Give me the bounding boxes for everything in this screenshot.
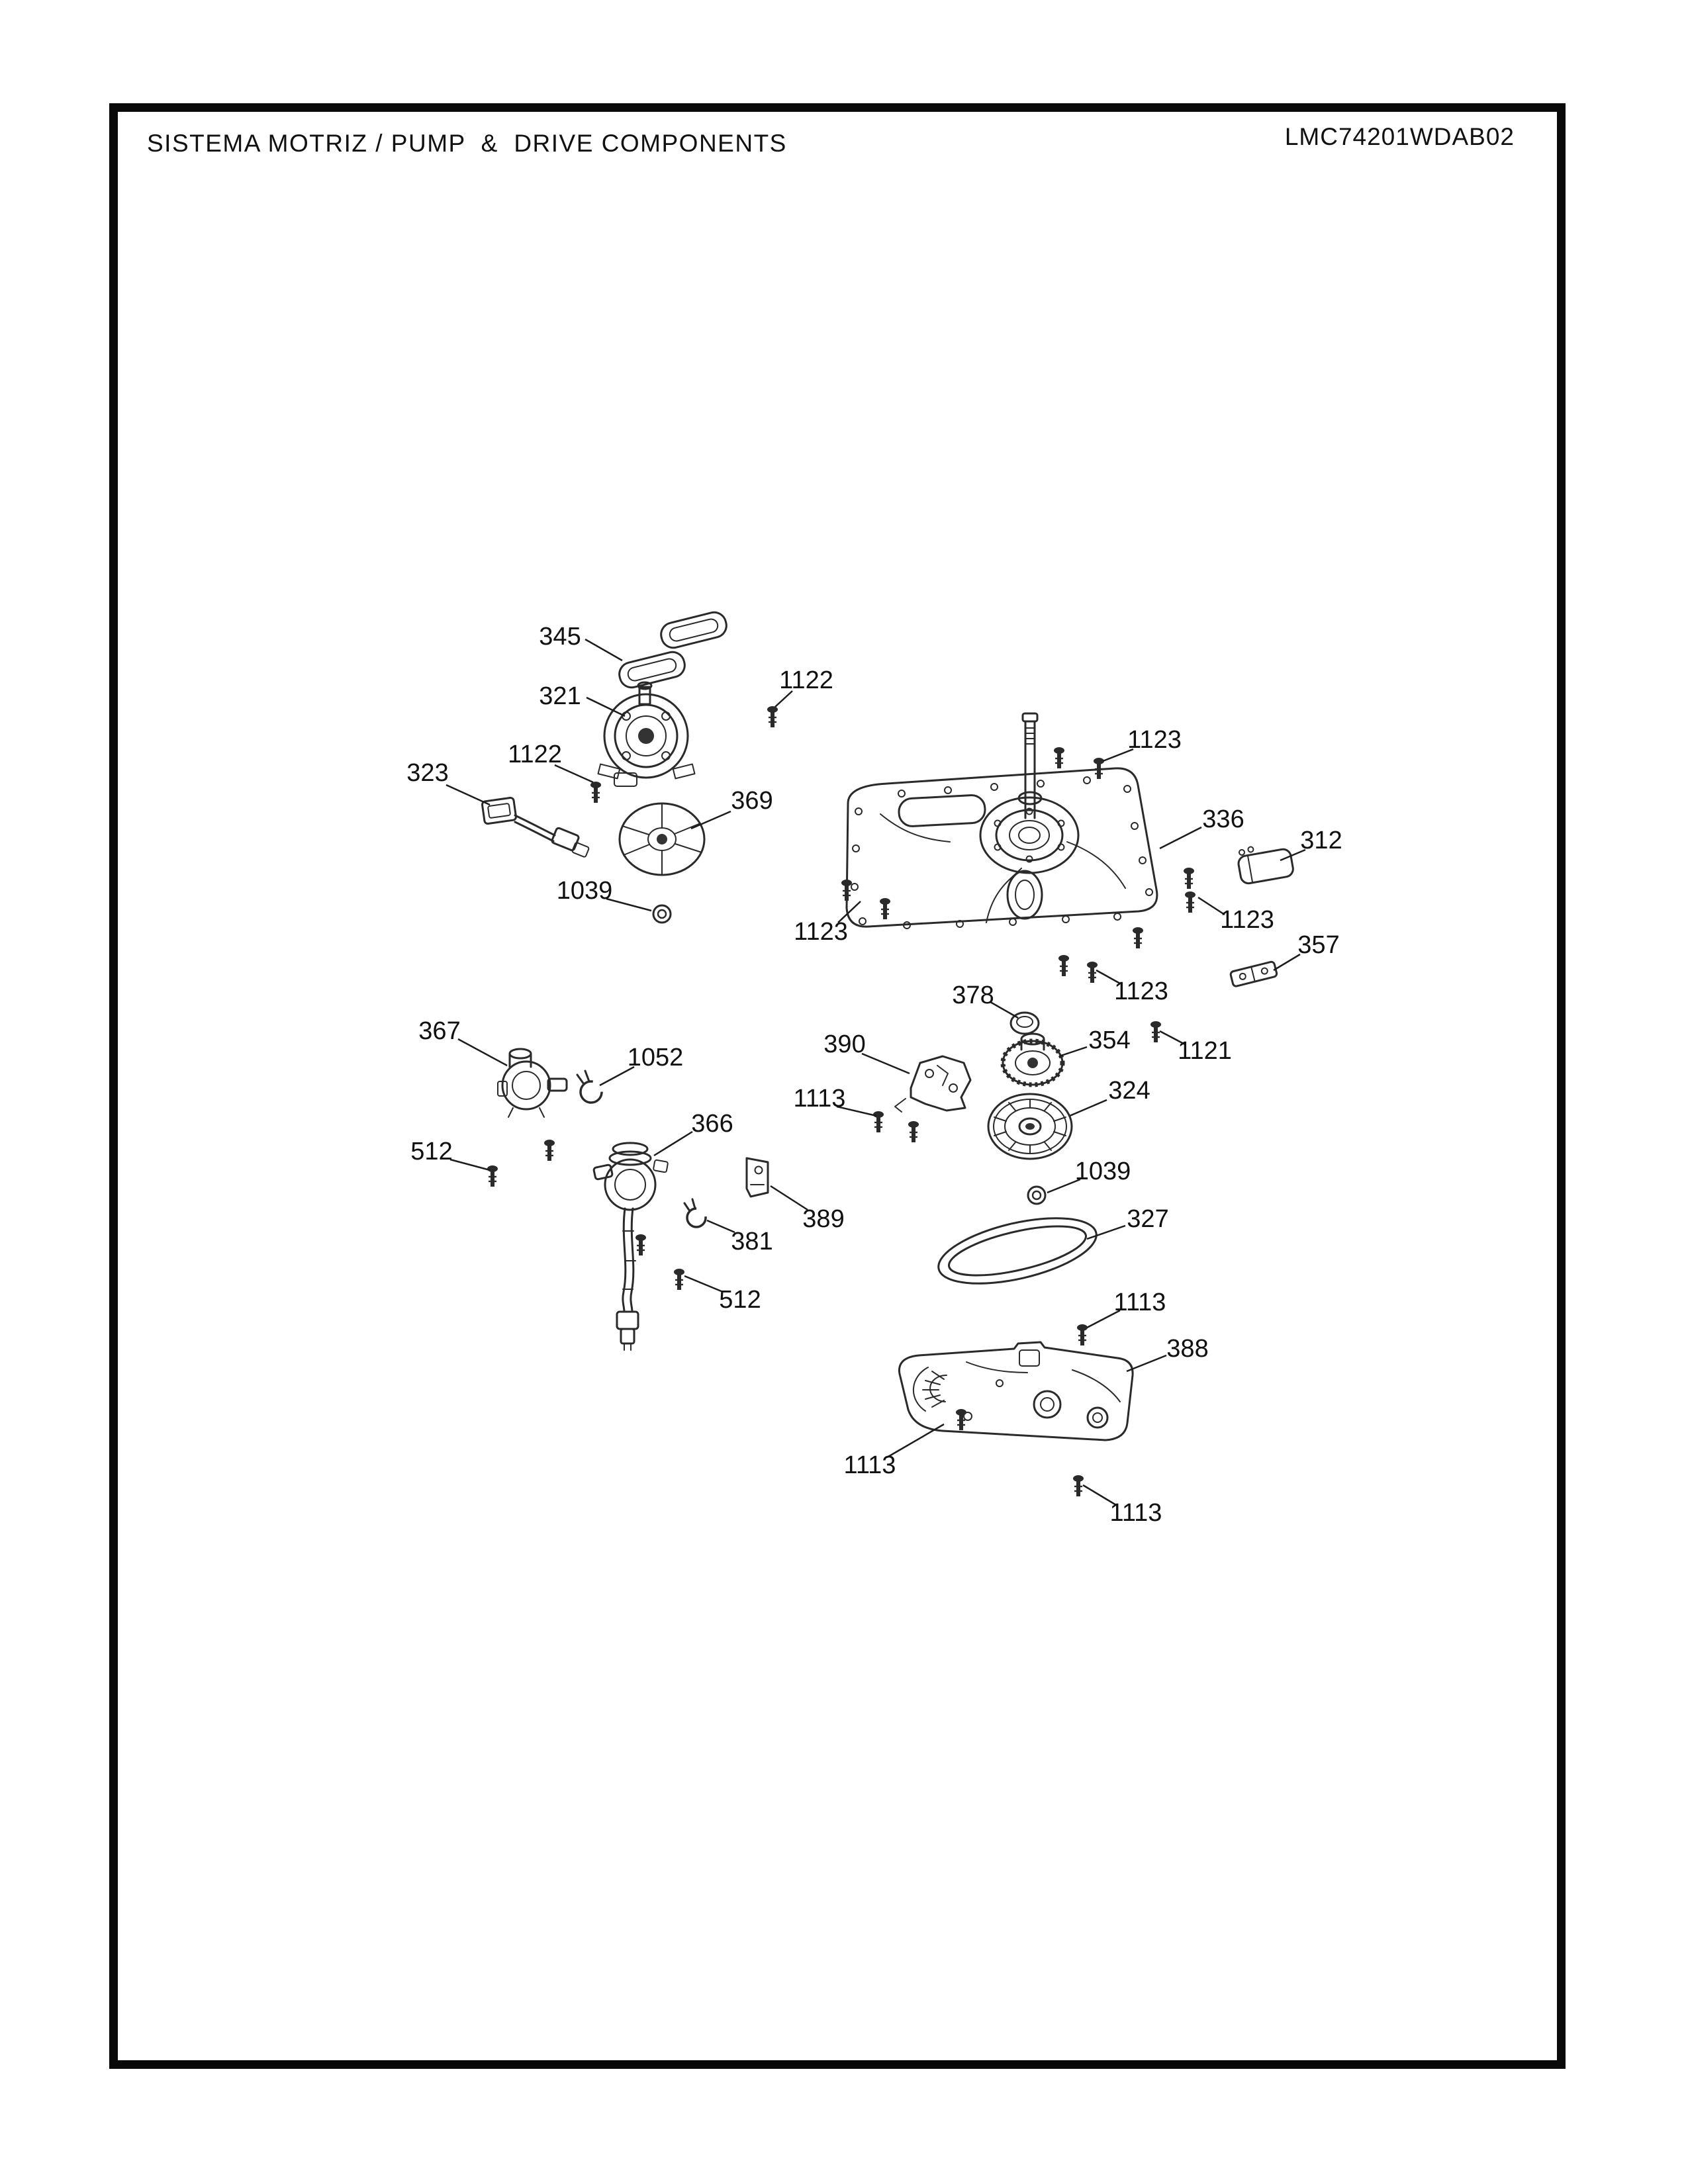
callout-1052: 1052 bbox=[628, 1044, 684, 1071]
part-pump-hose-366 bbox=[592, 1142, 669, 1351]
callout-1123-d: 1123 bbox=[1114, 978, 1168, 1005]
callout-1039-a: 1039 bbox=[557, 877, 613, 905]
screw-512-a bbox=[486, 1164, 499, 1188]
callout-1113-d: 1113 bbox=[1110, 1499, 1162, 1527]
part-pump-367 bbox=[497, 1048, 568, 1118]
screw-512-b bbox=[543, 1138, 556, 1162]
callout-327: 327 bbox=[1127, 1205, 1168, 1233]
part-belt-327 bbox=[937, 1217, 1098, 1285]
part-bracket-389 bbox=[745, 1157, 769, 1198]
callout-321: 321 bbox=[539, 682, 581, 710]
part-clamp-1052 bbox=[576, 1069, 603, 1104]
part-rotor-369 bbox=[618, 802, 706, 876]
callout-357: 357 bbox=[1297, 931, 1339, 959]
part-motor-gaskets-345 bbox=[618, 611, 727, 689]
part-nut-1039-a bbox=[652, 904, 672, 924]
page-border-frame bbox=[109, 103, 1566, 2069]
callout-1123-a: 1123 bbox=[1127, 726, 1182, 754]
screw-1123-c bbox=[840, 878, 853, 902]
page-title: SISTEMA MOTRIZ / PUMP & DRIVE COMPONENTS bbox=[147, 130, 787, 157]
callout-512-a: 512 bbox=[410, 1138, 452, 1165]
screw-1123-d bbox=[878, 897, 892, 921]
screw-1123-a bbox=[1053, 746, 1066, 770]
screw-1122-b bbox=[589, 780, 602, 804]
screw-1122-a bbox=[766, 705, 779, 729]
callout-369: 369 bbox=[731, 787, 773, 815]
screw-1123-g bbox=[1057, 954, 1070, 978]
part-nut-1039-b bbox=[1027, 1185, 1047, 1205]
screw-1123-f bbox=[1184, 890, 1197, 914]
screw-512-c bbox=[634, 1233, 647, 1257]
screw-1113-a bbox=[872, 1110, 885, 1134]
callout-378: 378 bbox=[952, 981, 994, 1009]
screw-1113-d bbox=[955, 1408, 968, 1432]
part-ring-378 bbox=[1009, 1011, 1040, 1035]
callout-labels: 345 321 1122 1122 323 369 1039 1123 336 … bbox=[406, 623, 1342, 1527]
callout-512-b: 512 bbox=[719, 1286, 761, 1314]
callout-367: 367 bbox=[418, 1017, 460, 1045]
part-clutch-354 bbox=[1000, 1032, 1065, 1087]
part-clip-357 bbox=[1229, 960, 1278, 987]
callout-354: 354 bbox=[1088, 1026, 1130, 1054]
callout-1039-b: 1039 bbox=[1075, 1158, 1131, 1185]
callout-1121: 1121 bbox=[1178, 1037, 1232, 1065]
callout-324: 324 bbox=[1108, 1077, 1150, 1105]
screw-1113-c bbox=[1076, 1323, 1089, 1347]
callout-1123-b: 1123 bbox=[1220, 906, 1274, 934]
part-clamp-381 bbox=[683, 1198, 707, 1228]
screw-1123-b bbox=[1092, 756, 1105, 780]
callout-1113-c: 1113 bbox=[844, 1451, 896, 1479]
screw-512-d bbox=[673, 1267, 686, 1291]
callout-345: 345 bbox=[539, 623, 581, 651]
screw-1113-e bbox=[1072, 1474, 1085, 1498]
callout-323: 323 bbox=[406, 759, 448, 787]
part-bottom-cover-388 bbox=[898, 1341, 1134, 1441]
callout-1122-b: 1122 bbox=[508, 741, 562, 768]
screw-1113-b bbox=[907, 1120, 920, 1144]
callout-390: 390 bbox=[823, 1030, 865, 1058]
callout-388: 388 bbox=[1166, 1335, 1208, 1363]
doc-number: LMC74201WDAB02 bbox=[1284, 123, 1515, 150]
callout-336: 336 bbox=[1202, 805, 1244, 833]
callout-389: 389 bbox=[802, 1205, 844, 1233]
part-support-plate-336 bbox=[845, 712, 1158, 929]
part-motor-321 bbox=[597, 681, 696, 787]
callout-1113-a: 1113 bbox=[794, 1085, 846, 1113]
callout-312: 312 bbox=[1300, 827, 1342, 854]
part-shifter-390 bbox=[894, 1055, 972, 1113]
screw-1123-h bbox=[1086, 960, 1099, 984]
screw-1123-e bbox=[1182, 866, 1196, 890]
callout-1123-c: 1123 bbox=[794, 918, 848, 946]
part-harness-323 bbox=[481, 796, 590, 858]
leader-lines bbox=[445, 638, 1306, 1506]
callout-366: 366 bbox=[691, 1110, 733, 1138]
part-pulley-324 bbox=[987, 1093, 1073, 1160]
callout-1122-a: 1122 bbox=[779, 666, 833, 694]
callout-381: 381 bbox=[731, 1228, 773, 1255]
screw-1123-i bbox=[1131, 926, 1145, 950]
part-capacitor-312 bbox=[1237, 846, 1294, 885]
callout-1113-b: 1113 bbox=[1114, 1289, 1166, 1316]
